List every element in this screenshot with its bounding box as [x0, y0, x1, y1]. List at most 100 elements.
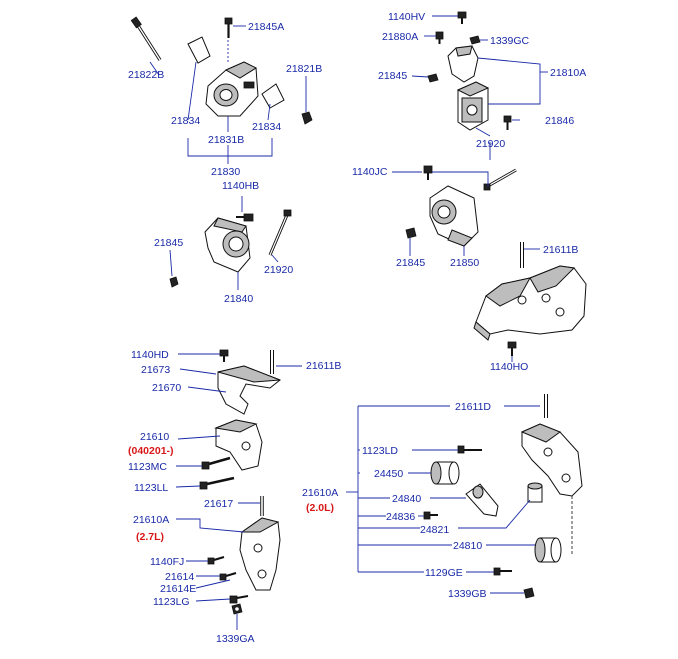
label-24810: 24810 — [453, 540, 482, 552]
label-21810A: 21810A — [550, 67, 586, 79]
nut-21821B — [301, 111, 313, 125]
label-1123LG: 1123LG — [153, 596, 190, 608]
label-21617: 21617 — [204, 498, 233, 510]
label-20L: (2.0L) — [306, 502, 334, 514]
group-21610A-27L — [176, 496, 281, 630]
bracket-21670 — [217, 365, 281, 415]
label-21822B: 21822B — [128, 69, 164, 81]
label-21614E: 21614E — [160, 583, 196, 595]
bolt-1123MC — [201, 456, 231, 470]
label-21614: 21614 — [165, 571, 194, 583]
label-21880A: 21880A — [382, 31, 418, 43]
mount-21840 — [204, 217, 251, 273]
label-21834-right: 21834 — [252, 121, 281, 133]
bolt-1129GE — [466, 567, 512, 576]
washer-21834-right — [261, 83, 285, 109]
label-21920-left: 21920 — [264, 264, 293, 276]
bolt-1140HV — [457, 11, 467, 24]
label-040201: (040201-) — [128, 445, 174, 457]
label-21834-left: 21834 — [171, 115, 200, 127]
nut-21845-right — [405, 227, 417, 239]
label-24836: 24836 — [386, 511, 415, 523]
label-21845-left: 21845 — [154, 237, 183, 249]
group-21810A — [411, 11, 548, 137]
label-1140HO: 1140HO — [490, 361, 528, 373]
mount-21831B — [205, 61, 259, 117]
label-1129GE: 1129GE — [425, 567, 463, 579]
label-1123LD: 1123LD — [362, 445, 398, 457]
bolt-1140HD — [219, 349, 229, 362]
mount-21810A — [456, 81, 490, 131]
label-1140HV: 1140HV — [388, 11, 425, 23]
group-21840 — [169, 196, 292, 290]
group-21610 — [175, 349, 302, 490]
label-21611D: 21611D — [455, 401, 491, 413]
bracket-21610A-20L — [520, 423, 583, 556]
bolt-1123LD — [412, 445, 482, 454]
label-1140JC: 1140JC — [352, 166, 388, 178]
group-21850 — [392, 142, 517, 256]
bracket-21610A-27L — [239, 517, 281, 591]
label-21831B: 21831B — [208, 134, 244, 146]
label-24821: 24821 — [420, 524, 449, 536]
bolt-1140HB — [236, 196, 254, 222]
bolt-1140JC — [423, 165, 433, 180]
label-21845A: 21845A — [248, 21, 284, 33]
nut-21845-left — [169, 276, 179, 288]
label-21673: 21673 — [141, 364, 170, 376]
label-21840: 21840 — [224, 293, 253, 305]
bracket-21610 — [214, 419, 263, 471]
mount-21850 — [429, 185, 479, 247]
label-1123MC: 1123MC — [128, 461, 167, 473]
group-21610A-20L — [346, 394, 583, 599]
label-21846: 21846 — [545, 115, 574, 127]
bushing-24810 — [486, 537, 562, 563]
label-24450: 24450 — [374, 468, 403, 480]
bushing-24450 — [408, 461, 460, 485]
label-1123LL: 1123LL — [134, 482, 168, 494]
label-21611B-right: 21611B — [543, 244, 578, 256]
label-21920-right: 21920 — [476, 138, 505, 150]
label-21610A-20L: 21610A — [302, 487, 338, 499]
group-21830 — [130, 16, 313, 164]
label-1339GB: 1339GB — [448, 588, 487, 600]
washer-21834-left — [187, 36, 211, 64]
label-21850: 21850 — [450, 257, 479, 269]
nut-1339GC — [469, 35, 481, 45]
label-1140HD: 1140HD — [131, 349, 169, 361]
bolt-21845A — [224, 17, 233, 38]
label-21845-top: 21845 — [378, 70, 407, 82]
bolt-21822B — [130, 16, 162, 61]
bolt-1140HO — [507, 341, 517, 356]
bolt-21920-left — [268, 209, 292, 256]
label-1339GA: 1339GA — [216, 633, 255, 645]
bracket-21611B — [473, 265, 587, 341]
label-21821B: 21821B — [286, 63, 322, 75]
label-21670: 21670 — [152, 382, 181, 394]
screw-21880A — [435, 31, 444, 44]
bolt-1123LG — [229, 595, 249, 604]
group-21611B-right — [473, 242, 587, 362]
sleeve-24821 — [458, 482, 543, 529]
bolt-21920-right — [483, 168, 517, 191]
label-1339GC: 1339GC — [490, 35, 530, 47]
nut-1339GA — [231, 603, 243, 615]
label-21830: 21830 — [211, 166, 240, 178]
bolt-21614 — [219, 572, 237, 581]
label-21610: 21610 — [140, 431, 169, 443]
bolt-24836 — [418, 511, 438, 520]
nut-21845-top — [427, 73, 439, 83]
label-1140HB: 1140HB — [222, 180, 259, 192]
arm-24840 — [430, 483, 499, 517]
nut-1339GB — [490, 587, 535, 599]
label-27L: (2.7L) — [136, 531, 164, 543]
bolt-1140FJ — [207, 556, 225, 565]
label-21611B-left: 21611B — [306, 360, 341, 372]
label-21845-right: 21845 — [396, 257, 425, 269]
label-1140FJ: 1140FJ — [150, 556, 184, 568]
bolt-21846 — [503, 115, 512, 130]
label-24840: 24840 — [392, 493, 421, 505]
bracket-21810A — [447, 45, 479, 83]
